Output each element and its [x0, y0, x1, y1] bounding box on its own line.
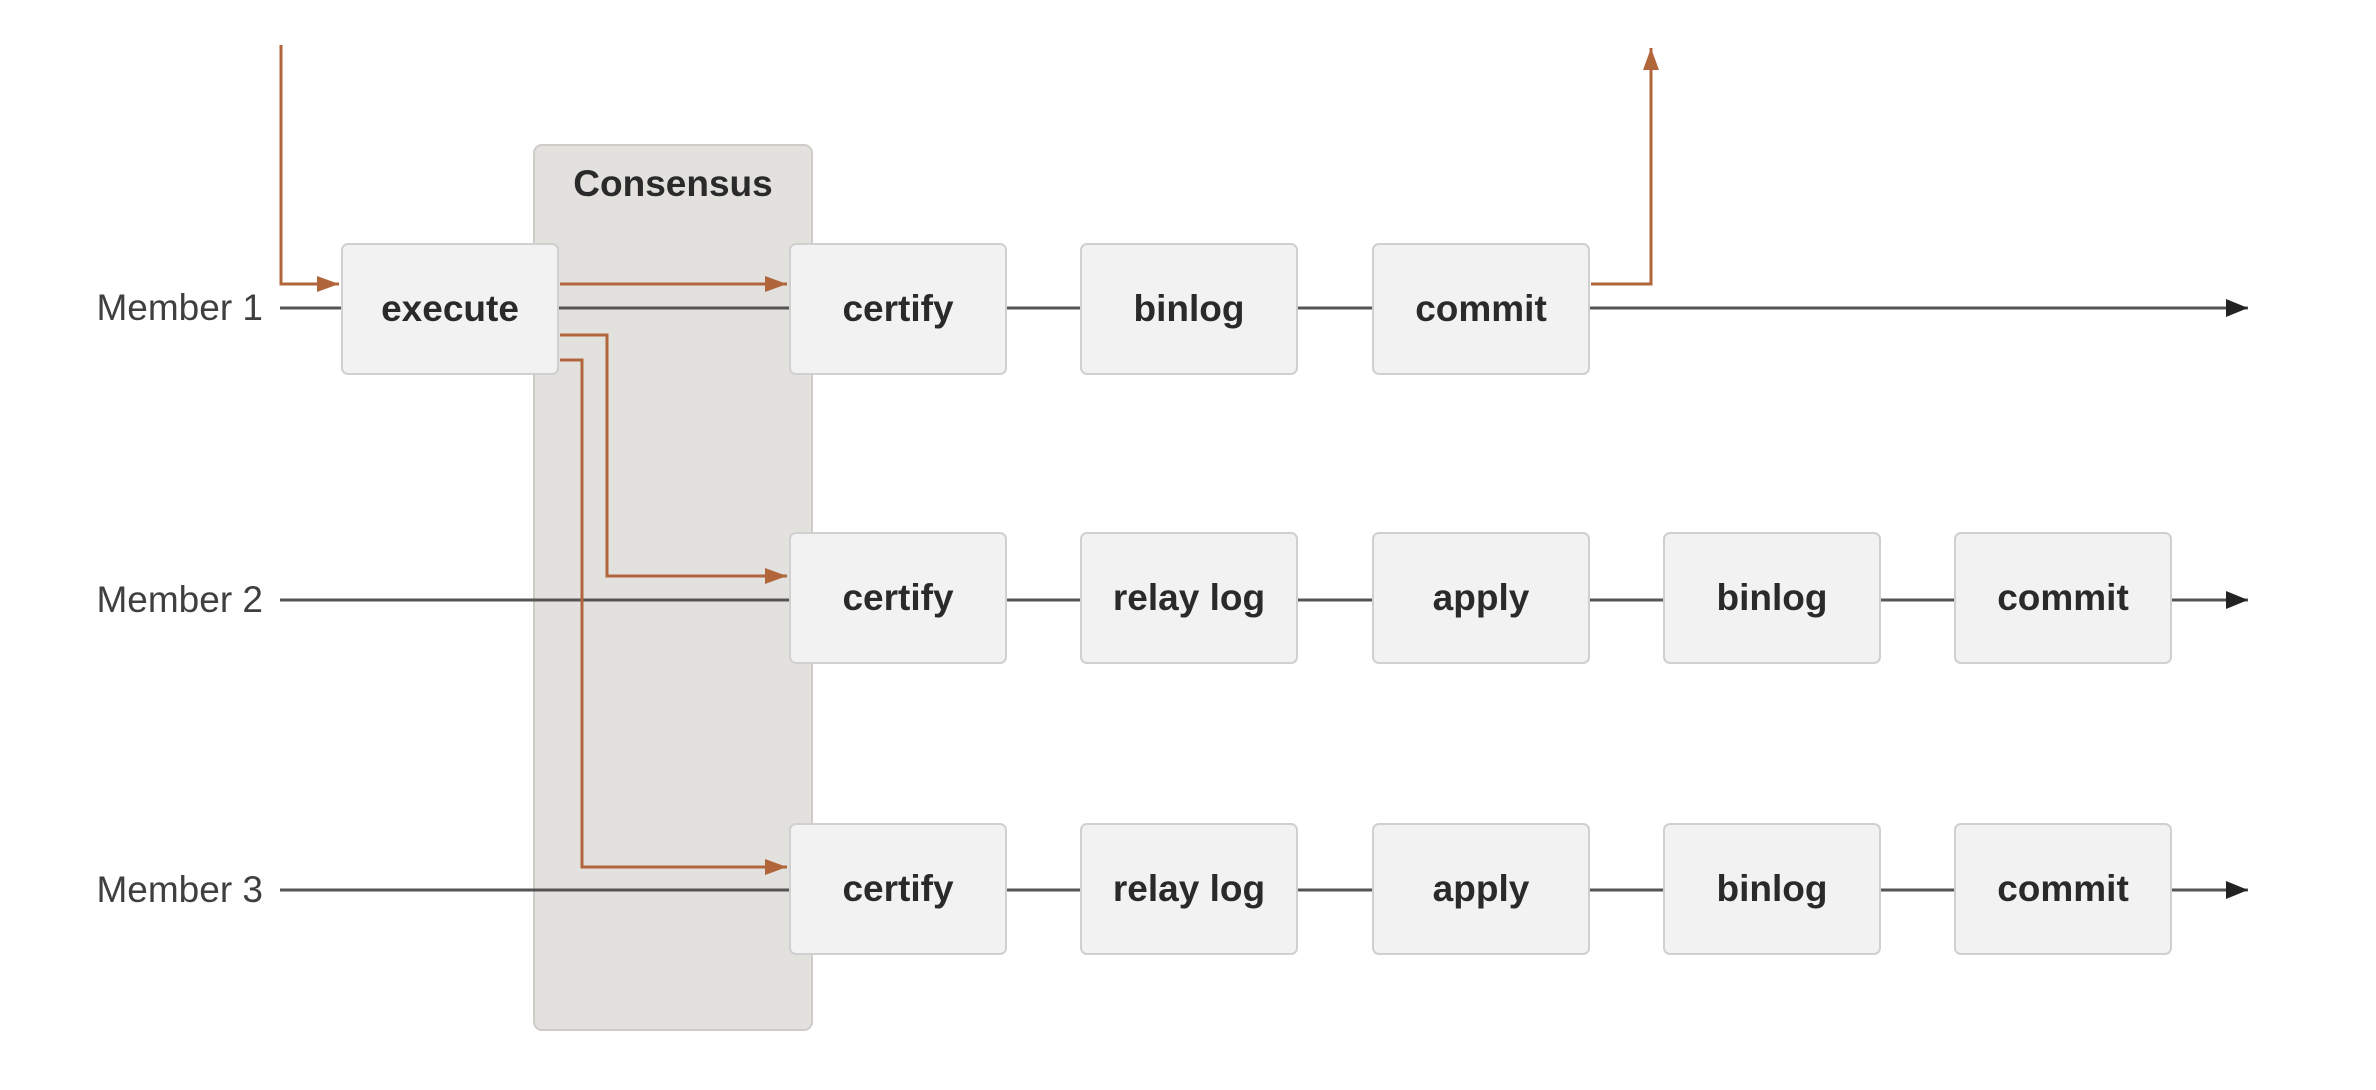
member-3-label: Member 3 [96, 869, 263, 910]
member-1-label: Member 1 [96, 287, 263, 328]
step-box: certify [789, 243, 1007, 375]
step-box: relay log [1080, 532, 1298, 664]
step-box: certify [789, 532, 1007, 664]
step-box: binlog [1080, 243, 1298, 375]
step-label: certify [842, 288, 953, 329]
execute-to-certify-arrow-member-3 [560, 358, 787, 875]
step-label: binlog [1717, 577, 1828, 618]
step-label: execute [381, 288, 519, 329]
step-label: binlog [1717, 868, 1828, 909]
incoming-transaction-arrow [279, 45, 339, 292]
step-box: commit [1954, 823, 2172, 955]
step-box: relay log [1080, 823, 1298, 955]
step-label: apply [1433, 577, 1530, 618]
step-box: binlog [1663, 823, 1881, 955]
step-label: apply [1433, 868, 1530, 909]
step-box: commit [1372, 243, 1590, 375]
step-box: binlog [1663, 532, 1881, 664]
member-2-label: Member 2 [96, 579, 263, 620]
step-box: certify [789, 823, 1007, 955]
step-label: relay log [1113, 868, 1265, 909]
step-box: apply [1372, 532, 1590, 664]
step-label: commit [1997, 868, 2129, 909]
step-label: certify [842, 868, 953, 909]
consensus-label: Consensus [573, 163, 772, 204]
consensus-region [533, 144, 813, 1031]
commit-result-arrow [1591, 48, 1659, 286]
step-label: commit [1415, 288, 1547, 329]
step-box: commit [1954, 532, 2172, 664]
step-label: relay log [1113, 577, 1265, 618]
step-box: apply [1372, 823, 1590, 955]
step-label: commit [1997, 577, 2129, 618]
step-label: binlog [1134, 288, 1245, 329]
execute-to-certify-arrow-member-2 [560, 333, 787, 584]
step-label: certify [842, 577, 953, 618]
step-box: execute [341, 243, 559, 375]
